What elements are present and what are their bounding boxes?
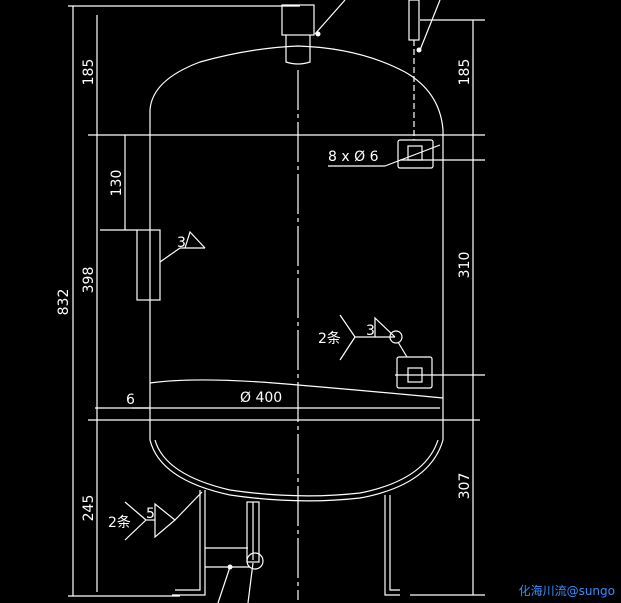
bracket-bottom	[396, 356, 433, 389]
dim-left-mid: 398	[81, 267, 97, 294]
dim-right-mid: 310	[457, 252, 473, 279]
weld-bracket-size: 3	[366, 323, 375, 339]
dim-thickness: 6	[126, 392, 135, 408]
watermark: 化海川流@sungo	[518, 584, 615, 598]
dim-lug: 130	[109, 170, 125, 197]
weld-bracket-count: 2条	[318, 330, 341, 347]
supports	[172, 490, 400, 603]
dim-right-top: 185	[457, 59, 473, 86]
weld-support-size: 5	[146, 506, 155, 522]
left-dimensions	[68, 6, 180, 597]
dim-overall: 832	[56, 289, 72, 316]
drain-nozzle	[246, 501, 264, 603]
lug-plate	[136, 229, 161, 301]
weld-lug-size: 3	[177, 235, 186, 251]
level-pipe	[408, 0, 441, 140]
holes-note: 8 x Ø 6	[328, 149, 379, 165]
dim-left-top: 185	[81, 59, 97, 86]
dim-right-bottom: 307	[457, 473, 473, 500]
weld-support-count: 2条	[108, 514, 131, 531]
top-nozzle	[281, 0, 346, 65]
vessel-shell	[149, 45, 444, 502]
bracket-top	[397, 139, 434, 169]
dim-diameter: Ø 400	[240, 390, 282, 406]
leader-lines	[124, 144, 441, 541]
dim-left-bottom: 245	[81, 495, 97, 522]
extension-lines	[68, 5, 485, 596]
